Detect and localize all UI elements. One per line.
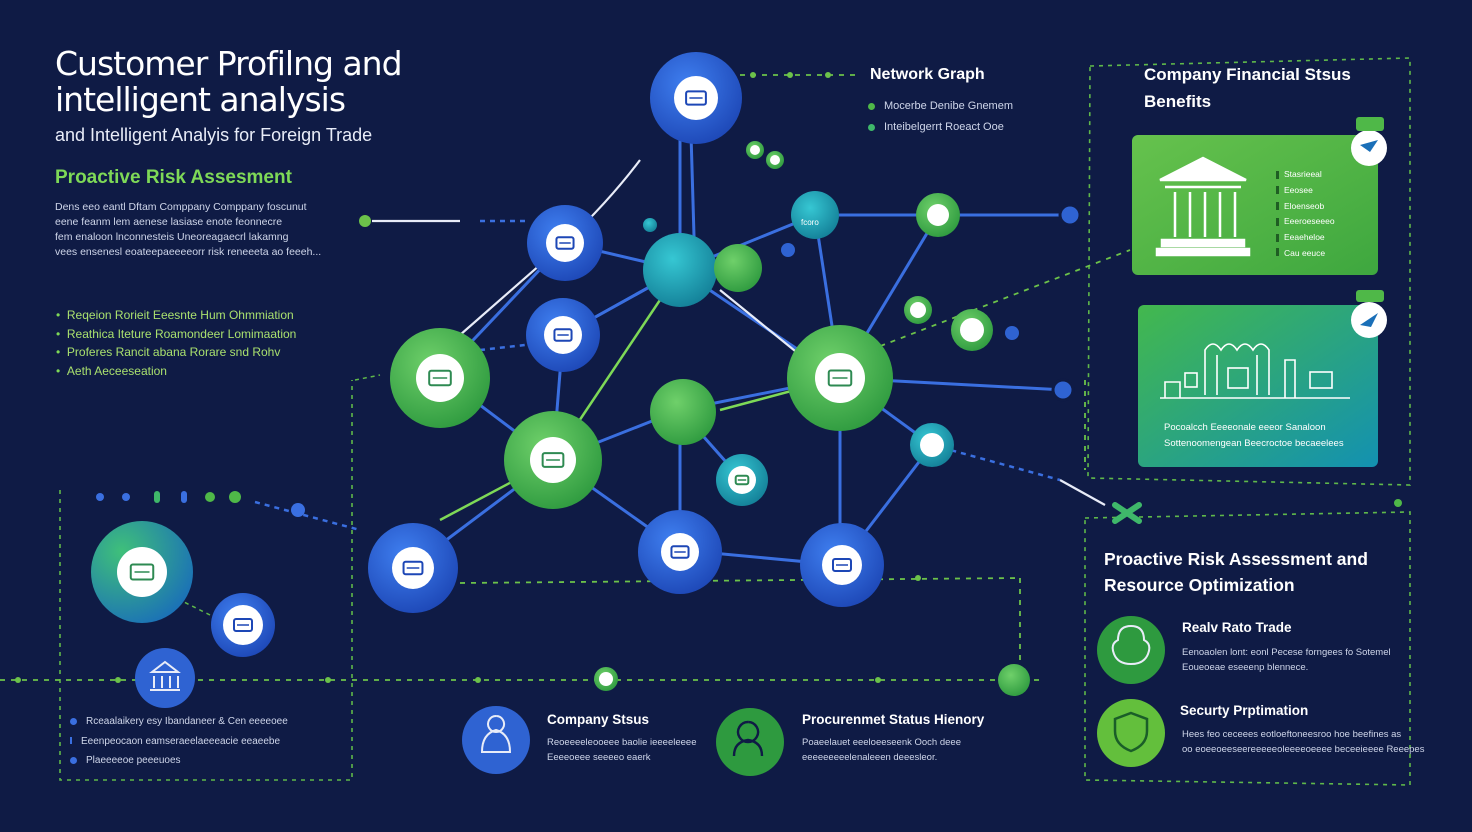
card-item: Eeosee [1284, 184, 1313, 195]
graph-node [504, 411, 602, 509]
list-item: Plaeeeeoe peeeuoes [70, 751, 288, 771]
document-icon [402, 560, 424, 576]
document-icon [555, 236, 575, 250]
financial-card-bank [1132, 135, 1378, 275]
section-heading: Proactive Risk Assesment [55, 167, 292, 188]
description-line: eene feanm lem aenese lasiase enote feon… [55, 216, 283, 228]
bank-icon [1155, 156, 1251, 257]
page-title-line2: intelligent analysis [55, 80, 346, 119]
financial-card-text: Pocoalcch Eeeeonale eeeor Sanaloon Sotte… [1164, 422, 1344, 449]
bars-icon [734, 474, 750, 486]
procurement-text: Poaeelauet eeeloeeseenk Ooch deee eeeeee… [802, 737, 961, 763]
graph-node [390, 328, 490, 428]
risk-item-title: Realv Rato Trade [1182, 620, 1292, 635]
list-item: Eeenpeocaon eamseraeelaeeeacie eeaeebe [70, 732, 288, 752]
card-item: Eeeroeseeeo [1284, 216, 1335, 227]
graph-node [951, 309, 993, 351]
list-item: • Aeth Aeceeseation [56, 363, 167, 378]
document-icon [685, 90, 707, 106]
graph-node [527, 205, 603, 281]
procurement-title: Procurenmet Status Hienory [802, 712, 985, 727]
graph-node [643, 218, 657, 232]
bullet-list: • Reqeion Rorieit Eeesnte Hum Ohmmiation… [56, 306, 296, 380]
person-icon [462, 706, 530, 774]
bank-small-icon [135, 648, 195, 708]
list-item: • Reqeion Rorieit Eeesnte Hum Ohmmiation [56, 308, 294, 322]
graph-node [766, 151, 784, 169]
connector-lines [0, 74, 1131, 681]
bottom-left-list: Rceaalaikery esy Ibandaneer & Cen eeeeoe… [70, 712, 288, 771]
brain-icon [1097, 616, 1165, 684]
company-status-title: Company Stsus [547, 712, 650, 727]
person-outline-icon [716, 708, 784, 776]
chart-icon [827, 369, 853, 387]
storefront-icon [1160, 343, 1350, 399]
risk-item-text: Eenoaolen lont: eonl Pecese forngees fo … [1182, 647, 1391, 673]
graph-node [526, 298, 600, 372]
legend-item: Inteibelgerrt Roeact Ooe [868, 117, 1013, 138]
plane-badge-icon [1351, 290, 1387, 338]
graph-nodes [91, 52, 1030, 696]
description-line: fem enaloon lnconnesteis Uneoreagaecrl l… [55, 231, 289, 243]
legend-item: Mocerbe Denibe Gnemem [868, 96, 1013, 117]
card-item: Eeaeheloe [1284, 232, 1325, 243]
graph-node [716, 454, 768, 506]
risk-item-title: Securty Prptimation [1180, 703, 1309, 718]
graph-node [368, 523, 458, 613]
document-icon [428, 369, 452, 387]
description-block: Dens eeo eantl Dftam Comppany Comppany f… [55, 200, 321, 260]
list-item: • Proferes Rancit abana Rorare snd Rohv [56, 345, 281, 359]
graph-node [594, 667, 618, 691]
graph-node [998, 664, 1030, 696]
risk-item-text: Hees feo ceceees eotloeftoneesroo hoe be… [1182, 729, 1425, 755]
financial-panel-title: Company Financial Stsus Benefits [1144, 65, 1351, 111]
close-marker-icon [1112, 502, 1142, 524]
network-legend-title: Network Graph [870, 66, 985, 83]
graph-node [650, 379, 716, 445]
graph-node [791, 191, 839, 239]
graph-edges-green [439, 269, 841, 522]
financial-card-store [1138, 305, 1378, 467]
document-icon [129, 563, 155, 581]
graph-node [916, 193, 960, 237]
page-title-line1: Customer Profilng and [55, 44, 403, 83]
financial-card-list: Stasrieeal Eeosee Eloenseob Eeeroeseeeo … [1284, 167, 1335, 262]
graph-node [211, 593, 275, 657]
graph-node [910, 423, 954, 467]
graph-node [800, 523, 884, 607]
graph-node [787, 325, 893, 431]
risk-panel-title: Proactive Risk Assessment and Resource O… [1104, 549, 1368, 595]
node-label: fcoro [801, 218, 819, 227]
graph-node [638, 510, 722, 594]
graph-node [91, 521, 193, 623]
graph-node [746, 141, 764, 159]
graph-node [650, 52, 742, 144]
document-icon [832, 558, 852, 572]
graph-node [714, 244, 762, 292]
page-subtitle: and Intelligent Analyis for Foreign Trad… [55, 125, 373, 145]
document-icon [553, 328, 573, 342]
card-item: Eloenseob [1284, 200, 1325, 211]
document-icon [541, 452, 565, 468]
shield-icon [1097, 699, 1165, 767]
list-item: Rceaalaikery esy Ibandaneer & Cen eeeeoe… [70, 712, 288, 732]
list-item: • Reathica Iteture Roamondeer Lomimaatio… [56, 326, 297, 341]
network-legend: Mocerbe Denibe Gnemem Inteibelgerrt Roea… [868, 96, 1013, 138]
document-icon [233, 618, 253, 632]
panel-frames [59, 57, 1411, 786]
description-line: Dens eeo eantl Dftam Comppany Comppany f… [55, 201, 307, 213]
connector-dots [15, 72, 1402, 683]
globe-badge-icon [1351, 117, 1387, 166]
document-icon [670, 545, 690, 559]
card-item: Stasrieeal [1284, 169, 1322, 179]
graph-node [904, 296, 932, 324]
company-status-text: Reoeeeeleooeee baolie ieeeeleeee Eeeeoee… [547, 737, 697, 763]
description-line: vees ensenesl eoateepaeeeeorr risk renee… [55, 246, 322, 258]
graph-node [643, 233, 717, 307]
card-item: Cau eeuce [1284, 247, 1326, 258]
